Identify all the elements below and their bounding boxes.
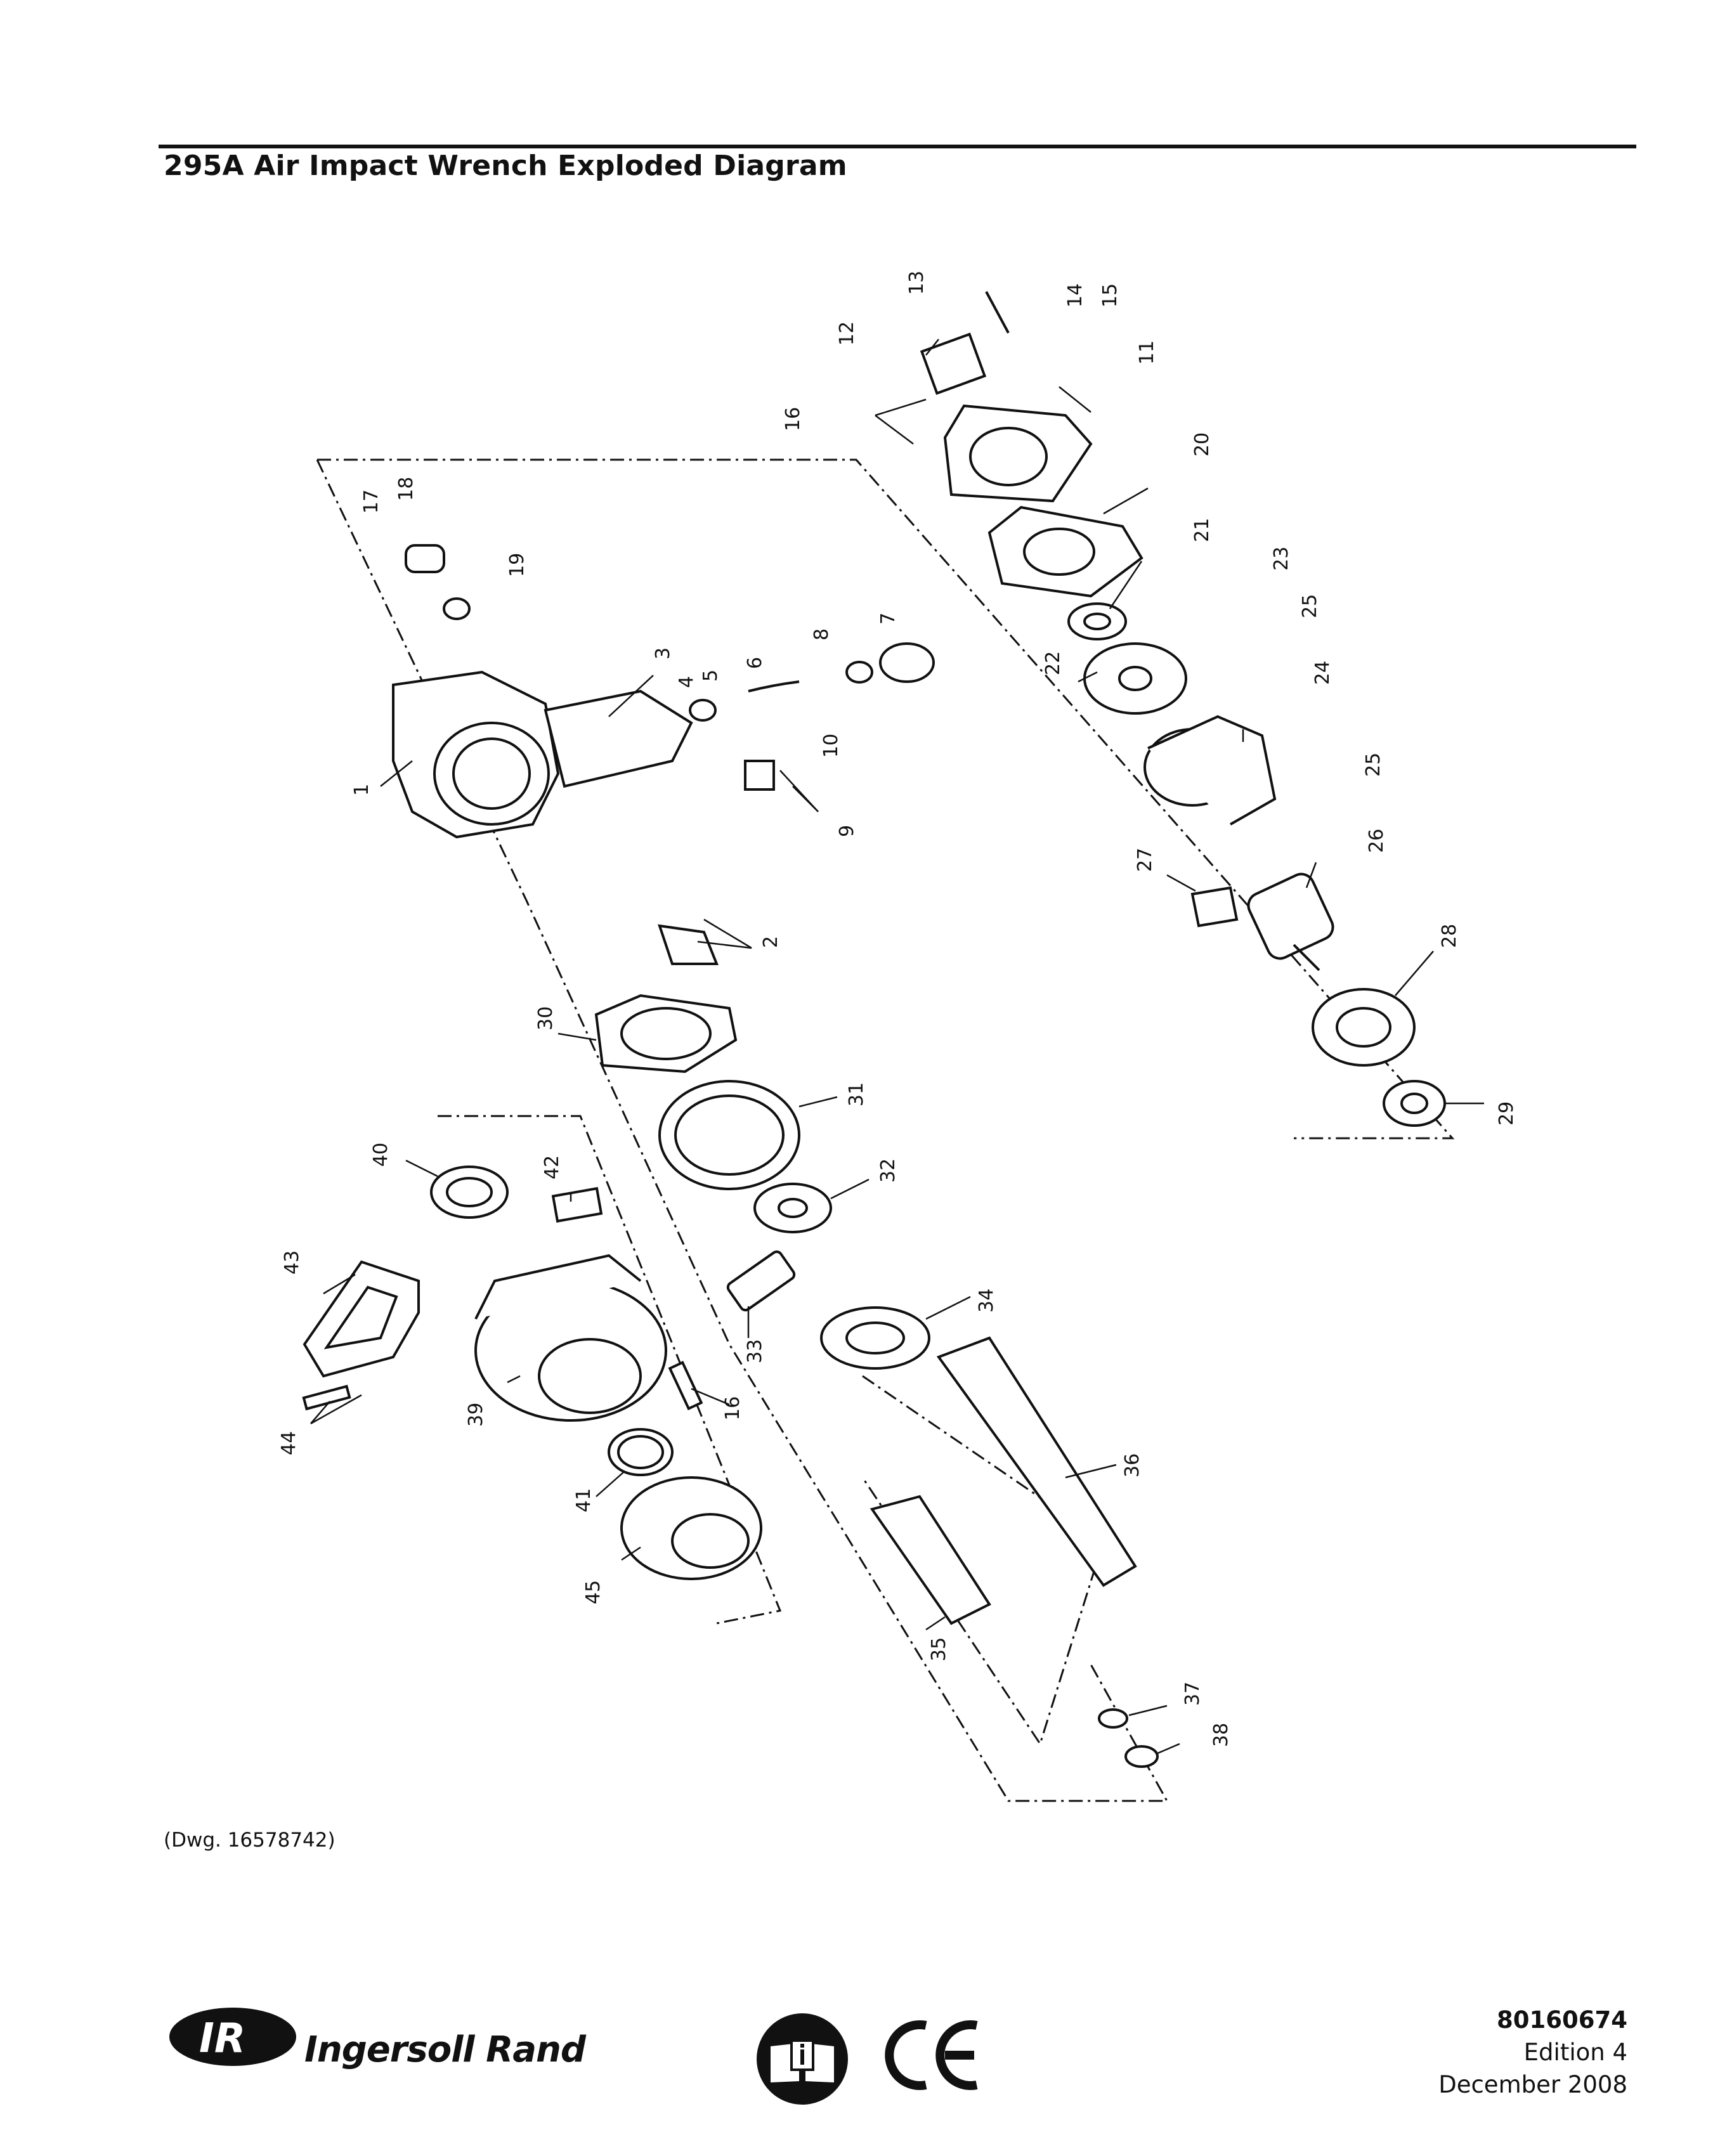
callout-44: 44 [278, 1431, 300, 1455]
callout-10: 10 [820, 734, 842, 758]
callout-31: 31 [845, 1082, 868, 1107]
callout-36: 36 [1121, 1453, 1143, 1477]
callout-6: 6 [744, 657, 766, 669]
hammer-ring-part [820, 1306, 930, 1370]
callout-21: 21 [1191, 518, 1213, 542]
anvil-short-part [870, 1495, 991, 1625]
housing-gasket-part [594, 994, 738, 1074]
callout-1: 1 [351, 784, 373, 796]
callout-23: 23 [1270, 547, 1293, 571]
callout-38: 38 [1210, 1723, 1232, 1747]
brand-name: Ingersoll Rand [304, 2029, 586, 2070]
callout-3: 3 [652, 647, 674, 659]
callout-5: 5 [700, 670, 722, 682]
anvil-rings [1098, 1708, 1159, 1768]
callout-41: 41 [573, 1488, 595, 1512]
bushing-part [430, 1166, 509, 1219]
callout-25: 25 [1299, 594, 1321, 618]
edition: Edition 4 [1523, 2039, 1627, 2066]
callout-22: 22 [1042, 651, 1064, 675]
callout-34: 34 [975, 1289, 998, 1313]
front-end-plate-part [1312, 988, 1416, 1067]
rear-cover-part [920, 291, 1093, 503]
callout-28: 28 [1438, 924, 1461, 948]
throttle-valve-part [405, 544, 471, 620]
callout-25b: 25 [1362, 753, 1384, 777]
callout-20: 20 [1191, 432, 1213, 457]
callout-8: 8 [811, 628, 833, 640]
callout-26: 26 [1365, 829, 1388, 853]
trigger-part [658, 924, 719, 965]
nose-part [620, 1476, 762, 1580]
callout-14: 14 [1064, 283, 1086, 308]
callout-29: 29 [1495, 1101, 1518, 1126]
callout-32: 32 [877, 1159, 899, 1183]
callout-18: 18 [395, 477, 417, 501]
document-info: 80160674 Edition 4 December 2008 [1438, 2004, 1627, 2101]
anvil-long-part [936, 1336, 1137, 1587]
callout-numbers: 1 2 3 4 5 6 7 8 9 10 11 12 13 14 15 16 1… [278, 271, 1518, 1747]
assembly-frame-main [317, 458, 1455, 1140]
callout-33: 33 [744, 1339, 766, 1363]
callout-12: 12 [836, 321, 858, 346]
callout-27: 27 [1134, 848, 1156, 872]
callout-45: 45 [582, 1580, 604, 1604]
hammer-case-part [658, 1080, 800, 1190]
rotor-part [1247, 873, 1334, 971]
handle-part [303, 1260, 420, 1378]
ingersoll-rand-logo: IR [169, 2008, 296, 2066]
callout-17: 17 [360, 490, 382, 514]
motor-housing-part [392, 670, 693, 839]
callout-15: 15 [1099, 283, 1121, 308]
callout-30: 30 [535, 1006, 557, 1030]
publication-date: December 2008 [1438, 2071, 1627, 2098]
bearing-part [1067, 602, 1127, 640]
header-rule [159, 145, 1636, 148]
front-housing-part [474, 1254, 667, 1422]
callout-42: 42 [541, 1155, 563, 1179]
screw-parts [302, 1360, 703, 1411]
hammer-frame-part [753, 1183, 832, 1233]
callout-24: 24 [1312, 661, 1334, 685]
callout-39: 39 [465, 1403, 487, 1427]
seal-part [608, 1428, 674, 1476]
callout-7: 7 [877, 613, 899, 625]
callout-4: 4 [675, 676, 698, 688]
ce-mark-icon [885, 2020, 978, 2090]
callout-43: 43 [281, 1250, 303, 1275]
callout-35: 35 [928, 1637, 950, 1661]
callout-13: 13 [906, 271, 928, 295]
cylinder-part [1143, 715, 1277, 826]
callout-9: 9 [836, 825, 858, 837]
valve-parts [689, 642, 935, 791]
drawing-number: (Dwg. 16578742) [164, 1829, 336, 1852]
callout-16b: 16 [722, 1396, 744, 1420]
front-bearing-part [1383, 1080, 1446, 1127]
callout-19: 19 [506, 553, 528, 577]
callout-37: 37 [1182, 1682, 1204, 1706]
label-part [551, 1186, 603, 1223]
callout-16: 16 [782, 407, 804, 431]
leader-lines [310, 339, 1484, 1755]
svg-text:IR: IR [199, 2015, 245, 2062]
document-number: 80160674 [1497, 2006, 1627, 2034]
assembly-frame-anvil [861, 1375, 1105, 1746]
hammer-part [726, 1250, 796, 1312]
end-plate-part [1083, 642, 1187, 715]
callout-40: 40 [370, 1143, 392, 1167]
vane-part [1190, 886, 1239, 928]
callout-2: 2 [760, 936, 782, 948]
page-title: 295A Air Impact Wrench Exploded Diagram [164, 150, 847, 182]
gasket-part [987, 505, 1143, 598]
read-manual-icon [757, 2013, 848, 2105]
callout-11: 11 [1136, 341, 1158, 365]
